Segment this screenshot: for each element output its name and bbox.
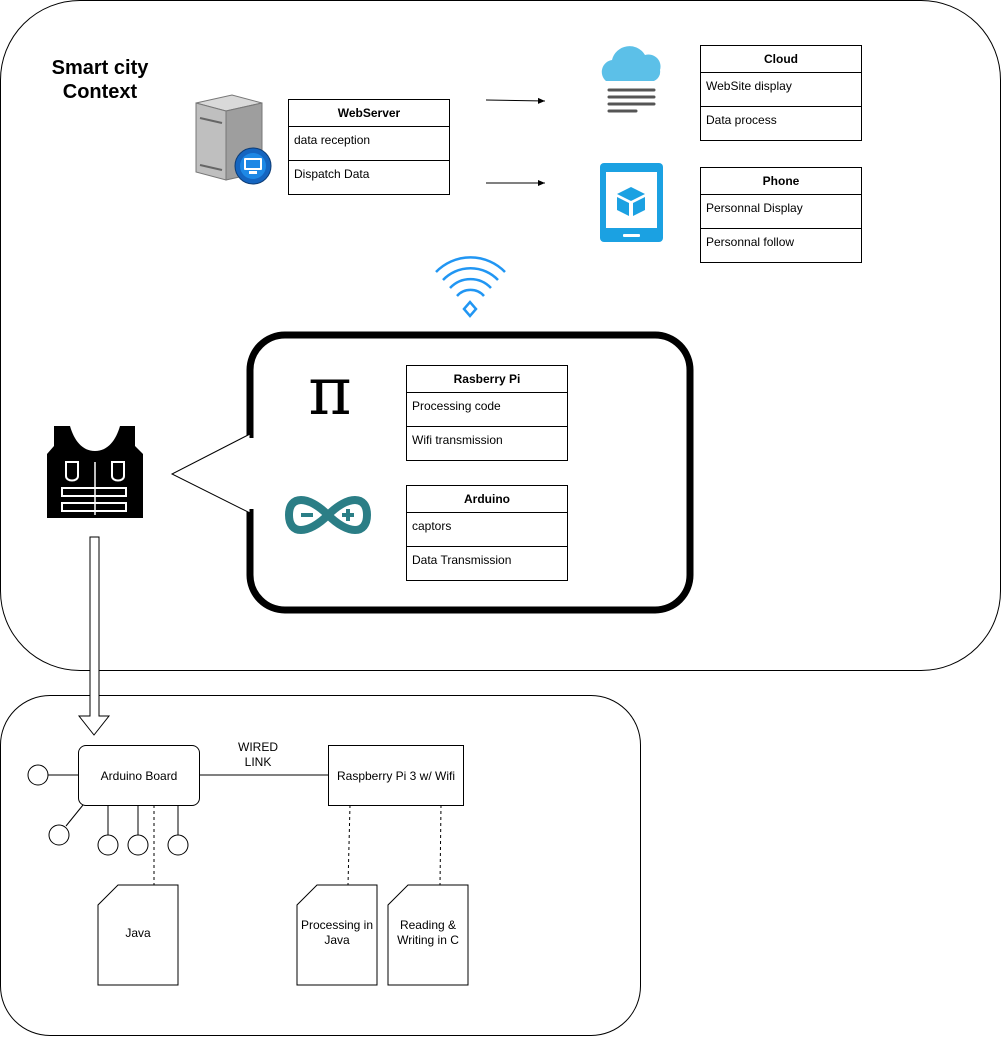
arduino-table: Arduino captors Data Transmission <box>406 485 568 581</box>
phone-table: Phone Personnal Display Personnal follow <box>700 167 862 263</box>
processing-document-line1: Processing in <box>300 918 374 932</box>
vest-to-board-arrow <box>77 536 111 736</box>
arduino-row-1: captors <box>412 519 452 533</box>
wifi-icon <box>435 256 506 318</box>
processing-document-line2: Java <box>324 933 350 947</box>
webserver-title: WebServer <box>289 100 449 127</box>
processing-document-label: Processing in Java <box>297 905 377 961</box>
device-bubble <box>170 331 694 614</box>
phone-row-1: Personnal Display <box>706 201 803 215</box>
dashed-connectors <box>153 804 442 886</box>
arduino-icon <box>284 496 372 534</box>
hardware-frame <box>0 695 641 1036</box>
context-title-line2: Context <box>62 81 138 103</box>
server-icon <box>195 94 272 185</box>
context-title: Smart city Context <box>40 56 160 104</box>
webserver-table: WebServer data reception Dispatch Data <box>288 99 450 195</box>
arduino-title: Arduino <box>407 486 567 513</box>
wired-link-line1: WIRED <box>238 740 278 754</box>
pi-icon: π <box>308 353 351 430</box>
reading-writing-document-label: Reading & Writing in C <box>388 905 468 961</box>
wired-link-line2: LINK <box>244 755 272 769</box>
context-title-line1: Smart city <box>51 57 149 79</box>
java-document-label: Java <box>98 905 178 961</box>
raspberry-table: Rasberry Pi Processing code Wifi transmi… <box>406 365 568 461</box>
cloud-table: Cloud WebSite display Data process <box>700 45 862 141</box>
raspberry-title: Rasberry Pi <box>407 366 567 393</box>
cloud-row-2: Data process <box>701 106 861 140</box>
raspberry-row-1: Processing code <box>412 399 501 413</box>
cloud-icon <box>601 46 661 113</box>
svg-text:π: π <box>308 353 351 430</box>
cloud-row-1: WebSite display <box>706 79 792 93</box>
sensor-connectors <box>27 764 189 856</box>
reading-writing-document-line2: Writing in C <box>397 933 459 947</box>
java-document-text: Java <box>125 925 151 940</box>
arrow-to-cloud <box>485 97 546 104</box>
cloud-title: Cloud <box>701 46 861 73</box>
java-document <box>97 884 179 986</box>
processing-document <box>296 884 378 986</box>
reading-writing-document-line1: Reading & <box>399 918 457 932</box>
phone-title: Phone <box>701 168 861 195</box>
wired-link-label: WIRED LINK <box>218 740 298 770</box>
webserver-row-1: data reception <box>294 133 371 147</box>
reading-writing-document <box>387 884 469 986</box>
raspberry-pi3-node: Raspberry Pi 3 w/ Wifi <box>328 745 464 806</box>
smart-city-context-frame <box>0 0 1001 671</box>
arduino-board-node: Arduino Board <box>78 745 200 806</box>
phone-icon <box>600 163 663 242</box>
phone-row-2: Personnal follow <box>701 228 861 262</box>
raspberry-row-2: Wifi transmission <box>407 426 567 460</box>
arduino-row-2: Data Transmission <box>407 546 567 580</box>
webserver-row-2: Dispatch Data <box>289 160 449 194</box>
vest-icon <box>47 426 143 518</box>
